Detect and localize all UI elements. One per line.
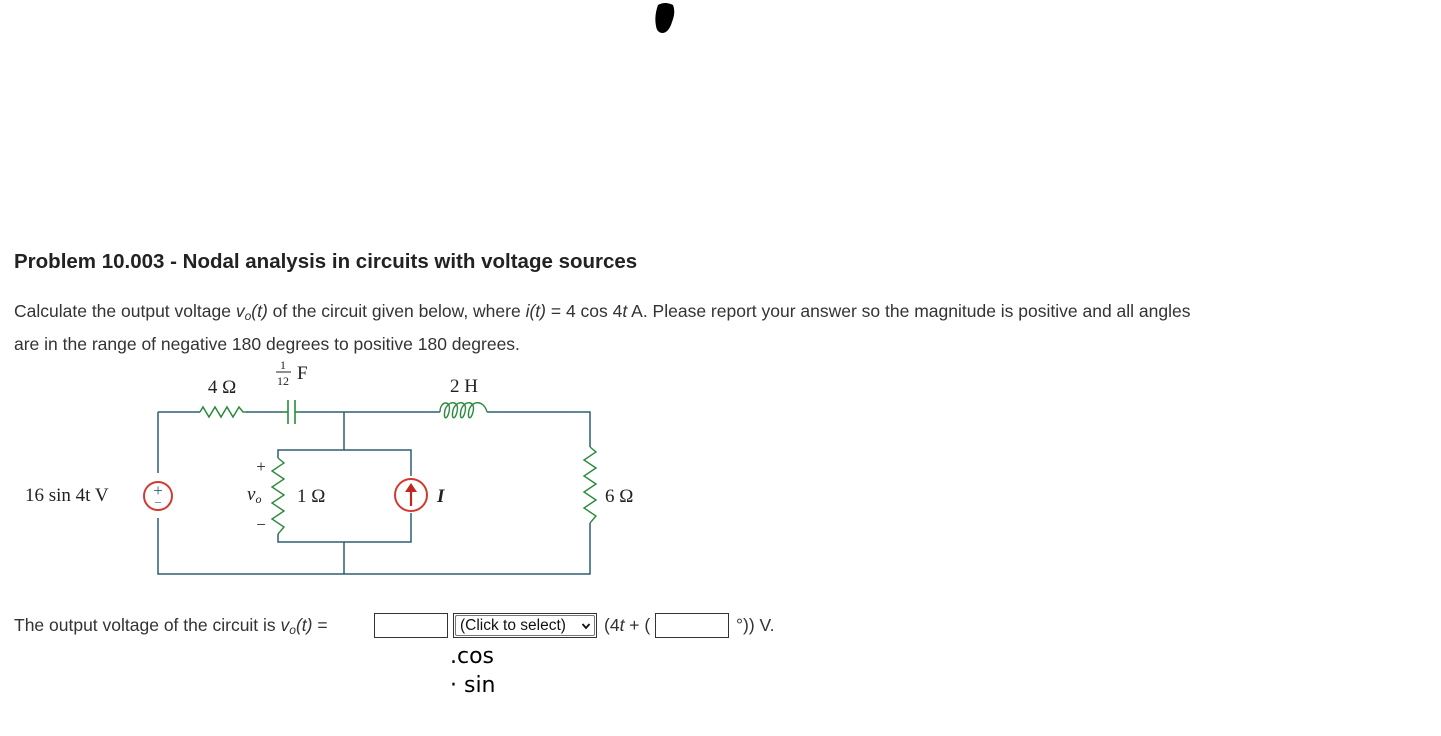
angle-prefix: (4t + (	[604, 615, 650, 636]
problem-text-1: Calculate the output voltage	[14, 301, 236, 321]
vo-v: v	[235, 301, 245, 321]
cap-den: 12	[277, 374, 289, 388]
answer-equals: =	[312, 615, 328, 635]
r1-label: 4 Ω	[208, 377, 236, 398]
handwritten-sin: · sin	[450, 673, 496, 698]
vo-symbol: vo(t)	[235, 301, 268, 323]
answer-prefix: The output voltage of the circuit is vo(…	[14, 615, 328, 637]
voltage-source	[143, 481, 173, 511]
answer-row: The output voltage of the circuit is vo(…	[14, 612, 914, 640]
chevron-down-icon	[581, 622, 591, 629]
answer-arg: (t)	[295, 615, 313, 635]
handwritten-note: .cos · sin	[450, 644, 496, 698]
resistor-1ohm	[270, 457, 286, 535]
vo-label: vo	[247, 484, 261, 506]
i-arg: (t)	[529, 301, 546, 321]
answer-suffix: °)) V.	[736, 615, 775, 635]
vo-plus: +	[256, 457, 266, 476]
source-label: 16 sin 4t V	[25, 485, 109, 506]
r2-label: 1 Ω	[297, 486, 325, 507]
answer-vo: vo(t)	[280, 615, 313, 637]
source-minus: −	[154, 495, 161, 510]
function-select[interactable]: (Click to select)	[455, 615, 595, 636]
inductor-2h	[439, 402, 488, 419]
vo-sub: o	[244, 309, 252, 323]
magnitude-input[interactable]	[374, 613, 448, 638]
function-select-frame: (Click to select)	[453, 613, 597, 638]
answer-prefix-text: The output voltage of the circuit is	[14, 615, 281, 635]
resistor-6ohm	[582, 446, 598, 524]
ink-smudge	[655, 3, 675, 33]
angle-input[interactable]	[655, 613, 729, 638]
problem-statement: Calculate the output voltage vo(t) of th…	[14, 297, 1194, 358]
problem-text-4: A. Please report your answer so the magn…	[14, 301, 1191, 354]
problem-text-3: = 4 cos 4	[546, 301, 623, 321]
cap-num: 1	[280, 358, 286, 372]
r3-label: 6 Ω	[605, 486, 633, 507]
i-symbol: i(t)	[526, 301, 546, 321]
capacitor	[282, 400, 300, 424]
answer-sub: o	[289, 623, 296, 637]
handwritten-cos: .cos	[450, 644, 494, 669]
resistor-4ohm	[199, 405, 246, 419]
current-arrow-icon	[405, 483, 417, 506]
answer-t: t	[619, 615, 625, 635]
answer-plus-paren: + (	[624, 615, 651, 635]
circuit-diagram: + − 4 Ω 1 12 F 2 H 16 sin 4t V + vo − 1 …	[25, 358, 633, 575]
i-var: i	[525, 301, 530, 321]
problem-text-2: of the circuit given below, where	[267, 301, 526, 321]
source-plus: +	[153, 481, 163, 500]
circuit-wires	[157, 411, 591, 575]
answer-v: v	[280, 615, 290, 635]
answer-open-paren: (4	[604, 615, 620, 635]
problem-title: Problem 10.003 - Nodal analysis in circu…	[14, 250, 638, 273]
cap-unit: F	[297, 363, 308, 384]
t-var: t	[622, 301, 628, 321]
function-select-value: (Click to select)	[460, 616, 566, 634]
inductor-label: 2 H	[450, 376, 478, 397]
vo-minus: −	[256, 515, 266, 534]
vo-arg: (t)	[251, 301, 268, 321]
current-label: I	[436, 486, 445, 507]
